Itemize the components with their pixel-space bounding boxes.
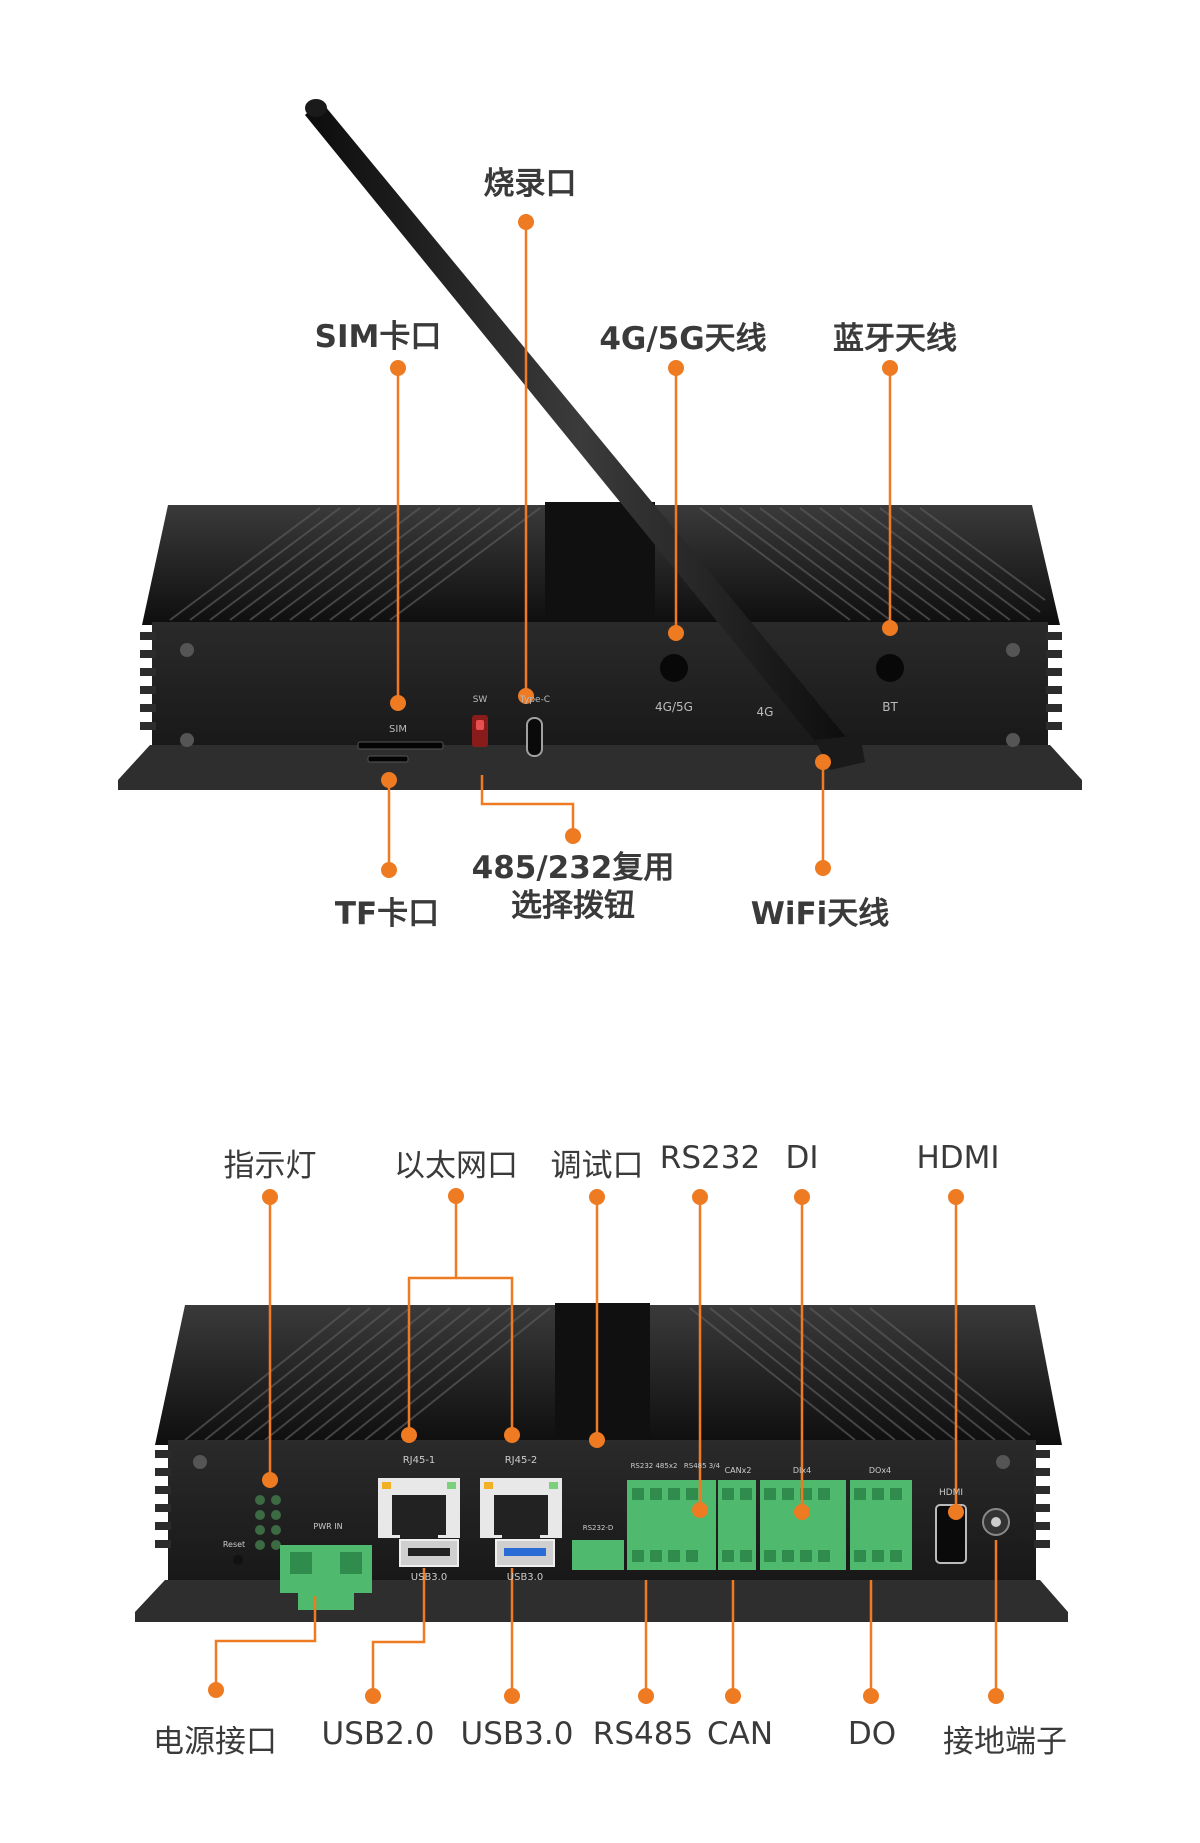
label-ethernet: 以太网口	[394, 1148, 518, 1184]
print-rs232-debug: RS232-D	[582, 1524, 614, 1532]
print-bt: BT	[882, 700, 898, 714]
label-wifi-antenna: WiFi天线	[750, 896, 890, 932]
print-usb30-b: USB3.0	[506, 1572, 544, 1583]
mode-dip-switch[interactable]	[472, 715, 488, 747]
print-pwr-in: PWR IN	[313, 1522, 343, 1531]
label-rs485: RS485	[592, 1716, 694, 1752]
top-callout-leaders	[387, 222, 892, 870]
bottom-callout-dots	[208, 1188, 1004, 1704]
print-rs232-485: RS232 485x2	[630, 1462, 678, 1470]
print-reset: Reset	[222, 1540, 246, 1549]
label-usb3: USB3.0	[460, 1716, 574, 1752]
bottom-callout-leaders	[214, 1196, 998, 1696]
print-typec: Type-C	[519, 695, 551, 705]
label-can: CAN	[706, 1716, 774, 1752]
mounting-flange	[118, 745, 1082, 790]
bottom-device	[135, 1303, 1068, 1622]
print-di: DIx4	[792, 1466, 812, 1475]
label-usb2: USB2.0	[321, 1716, 435, 1752]
connector-bt[interactable]	[876, 654, 904, 682]
top-device	[118, 99, 1082, 790]
print-rj45-2: RJ45-2	[504, 1455, 538, 1466]
label-mode-switch-line2: 选择拨钮	[511, 888, 635, 924]
label-bluetooth-antenna: 蓝牙天线	[833, 321, 957, 357]
sim-card-slot[interactable]	[357, 741, 444, 750]
label-4g5g-antenna: 4G/5G天线	[599, 321, 767, 357]
wifi-antenna-rod	[305, 100, 855, 760]
indicator-leds	[255, 1495, 281, 1550]
front-panel	[152, 622, 1048, 767]
mounting-flange-bottom	[135, 1580, 1068, 1622]
label-sim-slot: SIM卡口	[314, 319, 442, 355]
print-hdmi: HDMI	[938, 1488, 964, 1498]
print-canx2: CANx2	[724, 1466, 752, 1475]
print-sw: SW	[472, 695, 488, 705]
print-sim: SIM	[389, 724, 407, 735]
label-do: DO	[847, 1716, 897, 1752]
print-rj45-1: RJ45-1	[402, 1455, 436, 1466]
label-di: DI	[785, 1140, 819, 1176]
label-debug-port: 调试口	[550, 1148, 644, 1184]
print-4g5g: 4G/5G	[655, 700, 693, 714]
reset-button[interactable]	[233, 1555, 243, 1565]
tf-card-slot[interactable]	[367, 755, 409, 763]
connector-4g5g[interactable]	[660, 654, 688, 682]
print-do: DOx4	[868, 1466, 892, 1475]
rj45-2-port[interactable]	[480, 1478, 562, 1538]
label-flash-port: 烧录口	[483, 166, 577, 202]
label-ground: 接地端子	[943, 1724, 1067, 1760]
rj45-1-port[interactable]	[378, 1478, 460, 1538]
type-c-port[interactable]	[526, 717, 543, 757]
label-hdmi: HDMI	[916, 1140, 1000, 1176]
label-tf-slot: TF卡口	[334, 896, 440, 932]
label-indicator: 指示灯	[223, 1148, 317, 1184]
label-mode-switch-line1: 485/232复用	[471, 850, 675, 886]
label-mode-switch: 485/232复用 选择拨钮	[472, 849, 675, 925]
label-power: 电源接口	[153, 1724, 277, 1760]
print-usb30-a: USB3.0	[410, 1572, 448, 1583]
label-rs232: RS232	[659, 1140, 761, 1176]
print-4g: 4G	[756, 705, 774, 719]
print-rs485-34: RS485 3/4	[683, 1462, 721, 1470]
top-callout-dots	[381, 214, 898, 878]
debug-terminal[interactable]	[572, 1540, 624, 1570]
